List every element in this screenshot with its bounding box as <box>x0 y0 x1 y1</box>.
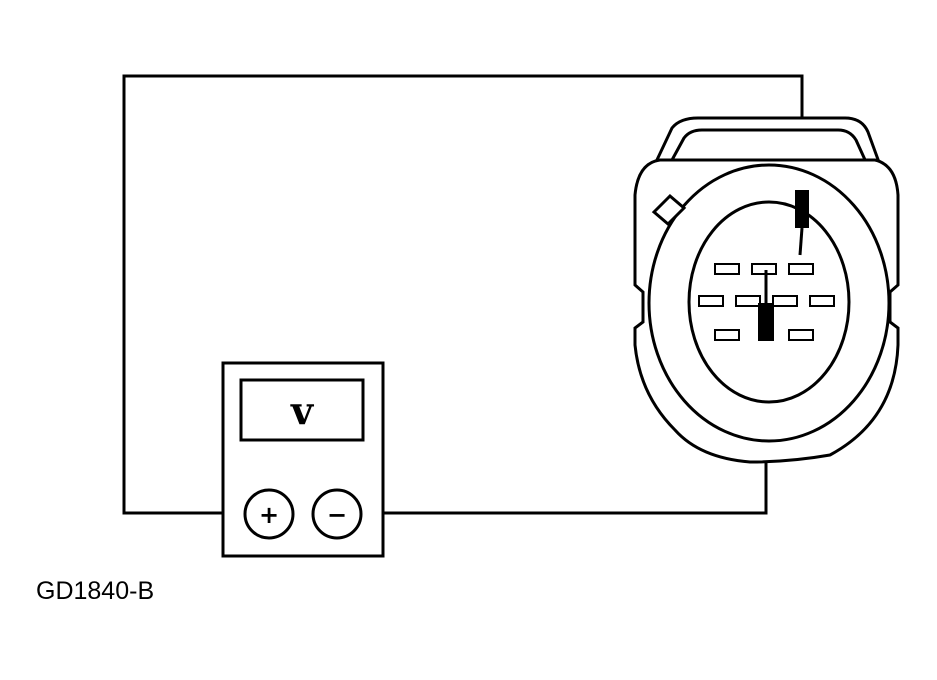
pin-cavity <box>788 263 814 275</box>
connector-key-notch <box>651 193 687 227</box>
negative-terminal-label: − <box>327 501 347 529</box>
pin-cavity <box>714 329 740 341</box>
voltmeter-symbol: v <box>290 388 315 433</box>
positive-terminal <box>243 488 295 540</box>
pin-cavity <box>698 295 724 307</box>
positive-lead-wire <box>122 74 804 515</box>
pin-cavities <box>698 263 835 341</box>
pin-cavity <box>809 295 835 307</box>
pin-cavity <box>714 263 740 275</box>
positive-terminal-label: + <box>259 501 279 529</box>
voltmeter: v + − <box>221 361 385 558</box>
pin-cavity <box>772 295 798 307</box>
pin-cavity <box>735 295 761 307</box>
pin-cavity <box>788 329 814 341</box>
connector-insert-face <box>687 200 851 404</box>
connector-latch <box>654 116 882 166</box>
pin-cavity <box>751 263 777 275</box>
figure-id-label: GD1840-B <box>36 577 155 605</box>
negative-terminal <box>311 488 363 540</box>
connector-latch-inner <box>670 128 868 163</box>
voltmeter-display <box>239 378 365 442</box>
negative-probe <box>758 270 774 341</box>
positive-probe <box>795 190 809 256</box>
